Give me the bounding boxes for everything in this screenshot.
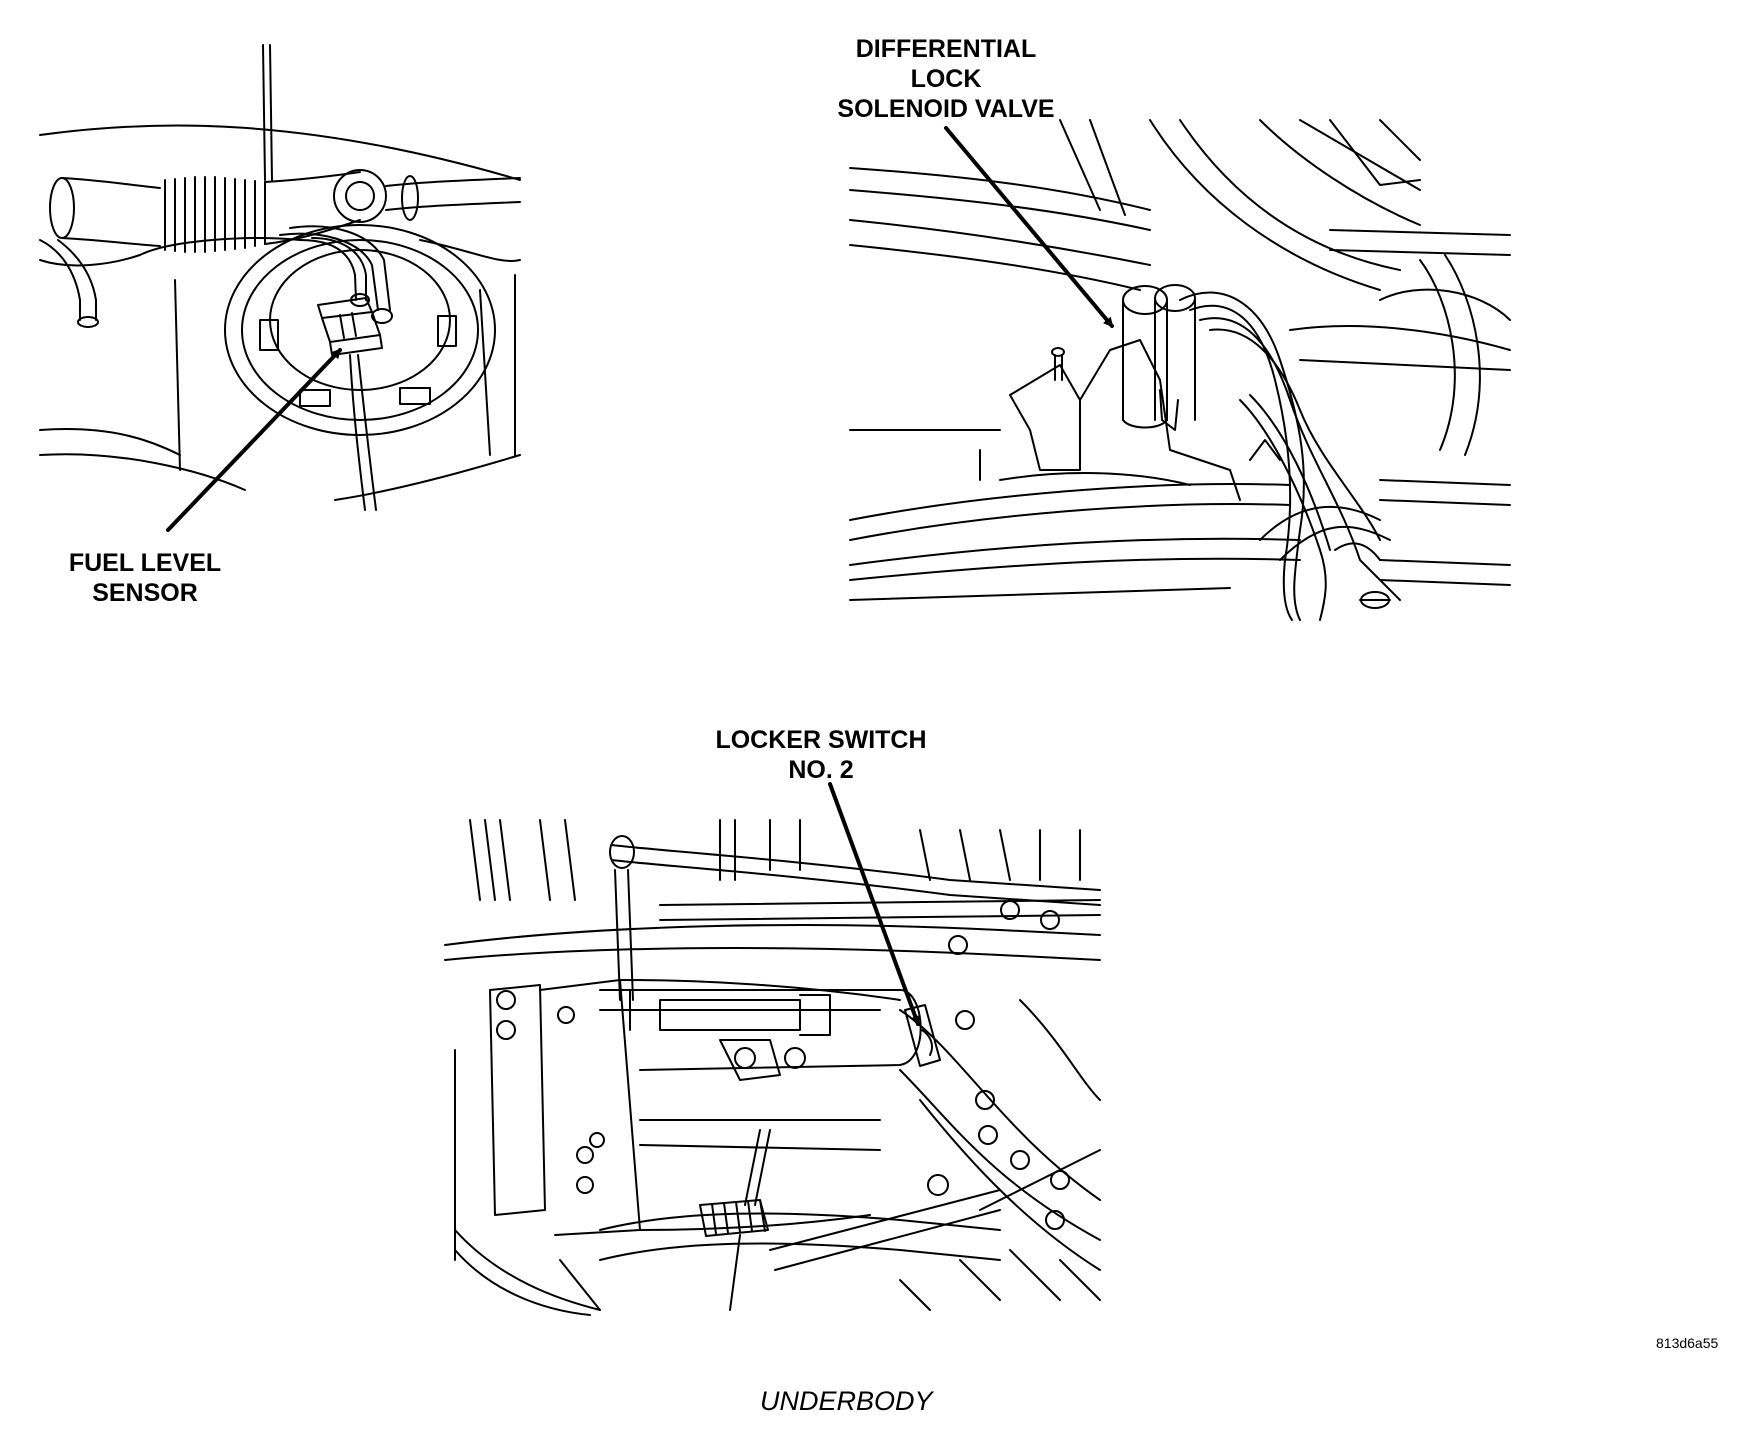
figure-id: 813d6a55 [1656,1335,1719,1351]
locker-switch-leader [828,782,920,1026]
figure-caption: UNDERBODY [760,1386,933,1416]
underbody-illustration [444,819,1101,1316]
differential-lock-solenoid-valve-label: DIFFERENTIAL LOCK SOLENOID VALVE [816,34,1076,124]
fuel-level-sensor-label-line-1: FUEL LEVEL [68,549,222,577]
locker-switch-label: LOCKER SWITCH NO. 2 [696,725,946,785]
differential-lock-solenoid-valve-label-line-2: LOCK [910,65,982,93]
differential-lock-solenoid-valve-label-line-1: DIFFERENTIAL [855,35,1037,63]
fuel-level-sensor-leader [166,348,342,532]
fuel-level-sensor-label: FUEL LEVEL SENSOR [50,548,240,608]
differential-lock-solenoid-valve-label-line-3: SOLENOID VALVE [837,95,1055,123]
locker-switch-label-line-1: LOCKER SWITCH [715,726,927,754]
fuel-level-sensor-label-line-2: SENSOR [92,579,198,607]
locker-switch-label-line-2: NO. 2 [788,756,854,784]
axle-illustration [849,119,1511,621]
fuel-tank-illustration [39,44,521,511]
differential-lock-solenoid-valve-leader [944,126,1114,328]
